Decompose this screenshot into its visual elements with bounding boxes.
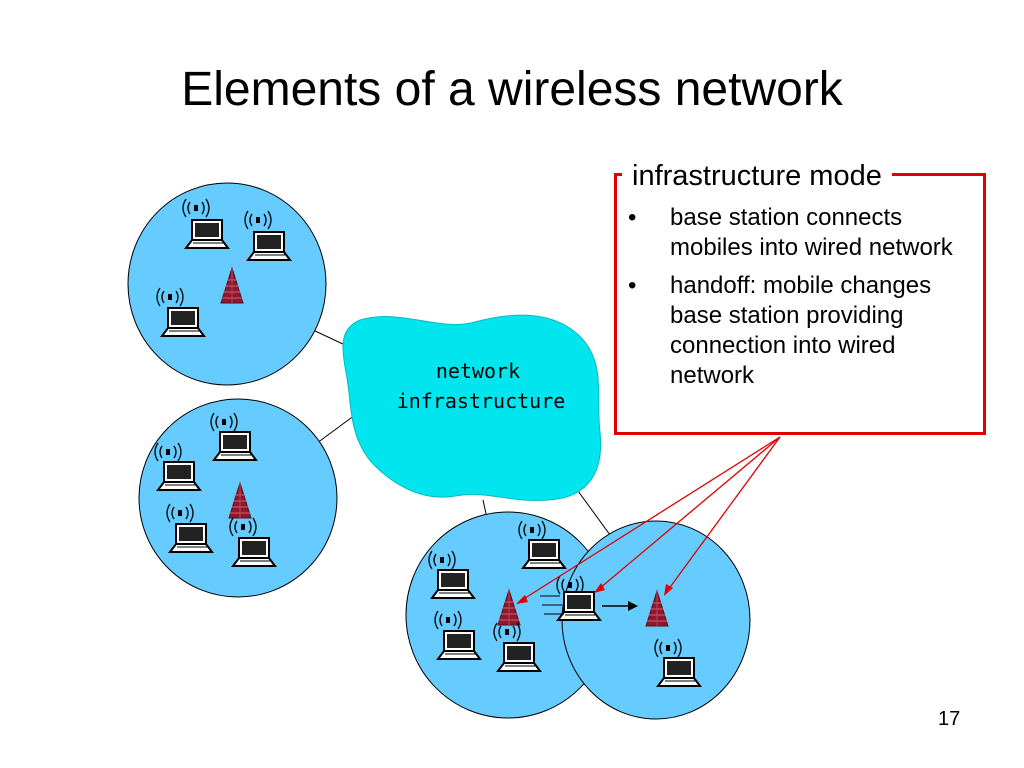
bullet-dot: • [628, 204, 637, 231]
page-number: 17 [938, 708, 961, 730]
infrastructure-mode-bullets: • base station connects mobiles into wir… [628, 203, 973, 399]
motion-lines [540, 595, 564, 615]
annotation-arrow-to-right-tower [667, 436, 781, 591]
infrastructure-mode-title: infrastructure mode [622, 160, 892, 193]
annotation-arrow-to-middle-tower [521, 436, 781, 601]
slide-title: Elements of a wireless network [181, 63, 843, 116]
laptop-icon [161, 307, 205, 337]
bullet-item: • base station connects mobiles into wir… [628, 203, 973, 263]
annotation-arrowhead [594, 583, 605, 593]
laptop-icon [157, 461, 201, 491]
handoff-direction-arrowhead [628, 601, 638, 611]
annotation-arrow-to-mobile [599, 436, 781, 589]
laptop-icon [657, 657, 701, 687]
laptop-icon [247, 231, 291, 261]
network-infrastructure-cloud [342, 314, 602, 501]
bullet-item: • handoff: mobile changes base station p… [628, 271, 973, 391]
laptop-icon [497, 642, 541, 672]
laptop-icon [437, 630, 481, 660]
laptop-icon [232, 537, 276, 567]
laptop-icon [431, 569, 475, 599]
bullet-dot: • [628, 272, 637, 299]
laptop-icon [522, 539, 566, 569]
laptop-icon [213, 431, 257, 461]
cloud-label-infrastructure: infrastructure [397, 389, 566, 413]
laptop-icon [169, 523, 213, 553]
annotation-arrowhead [516, 595, 528, 604]
bullet-text: handoff: mobile changes base station pro… [670, 272, 932, 389]
handoff-mobile-laptop-icon [557, 591, 601, 621]
cloud-label-network: network [436, 359, 520, 383]
annotation-arrowhead [664, 584, 673, 596]
bullet-text: base station connects mobiles into wired… [670, 204, 953, 261]
laptop-icon [185, 219, 229, 249]
